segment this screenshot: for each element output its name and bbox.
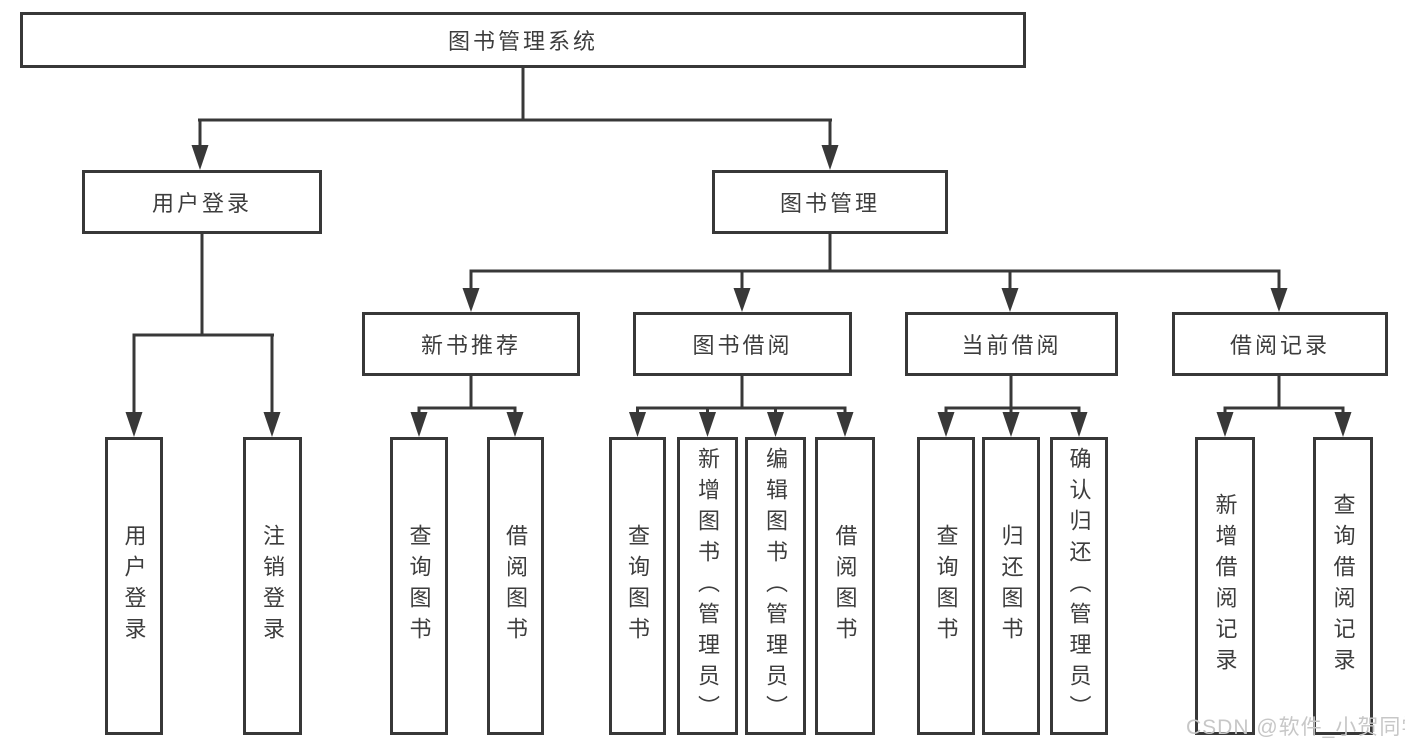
node-label: 借阅图书 [503,524,529,648]
node-label: 查询图书 [625,524,651,648]
node-new-book-recommend: 新书推荐 [362,312,580,376]
node-label: 新增借阅记录 [1212,493,1238,679]
connector-book-borrow-children [629,376,854,437]
node-label: 查询图书 [933,524,959,648]
node-label: 借阅记录 [1229,333,1330,358]
node-label: 图书借阅 [692,333,793,358]
leaf-records-add-borrow-record: 新增借阅记录 [1195,437,1255,735]
leaf-borrow-add-books-admin: 新增图书（管理员） [677,437,738,735]
leaf-newbook-borrow-books: 借阅图书 [487,437,544,735]
csdn-watermark: CSDN @软件_小贺同学 [1186,716,1405,739]
leaf-logout-login: 注销登录 [243,437,302,735]
node-label: 用户登录 [151,191,252,216]
node-borrow-records: 借阅记录 [1172,312,1388,376]
leaf-borrow-query-books: 查询图书 [609,437,666,735]
node-label: 查询图书 [406,524,432,648]
node-label: 编辑图书（管理员） [763,446,789,726]
node-label: 确认归还（管理员） [1066,446,1092,726]
node-current-borrow: 当前借阅 [905,312,1118,376]
node-user-login: 用户登录 [82,170,322,234]
node-label: 图书管理系统 [447,29,598,54]
connector-user-login-children [125,233,281,437]
node-label: 图书管理 [779,191,880,216]
node-label: 新增图书（管理员） [695,446,721,726]
connector-new-book-children [410,376,524,437]
node-label: 用户登录 [121,524,147,648]
connector-root-to-level2 [191,67,839,170]
connector-borrow-records-children [1216,376,1352,437]
node-root-system: 图书管理系统 [20,12,1026,68]
leaf-current-query-books: 查询图书 [917,437,975,735]
node-label: 归还图书 [998,524,1024,648]
leaf-current-return-books: 归还图书 [982,437,1040,735]
node-label: 注销登录 [260,524,286,648]
node-book-management: 图书管理 [712,170,948,234]
leaf-user-login: 用户登录 [105,437,163,735]
leaf-borrow-edit-books-admin: 编辑图书（管理员） [745,437,806,735]
leaf-records-query-borrow-record: 查询借阅记录 [1313,437,1373,735]
connector-book-mgmt-children [462,233,1288,312]
node-label: 查询借阅记录 [1330,493,1356,679]
leaf-borrow-borrow-books: 借阅图书 [815,437,875,735]
node-label: 当前借阅 [961,333,1062,358]
connector-current-borrow-children [937,376,1088,437]
node-label: 新书推荐 [420,333,521,358]
node-book-borrow: 图书借阅 [633,312,852,376]
node-label: 借阅图书 [832,524,858,648]
leaf-newbook-query-books: 查询图书 [390,437,448,735]
leaf-current-confirm-return-admin: 确认归还（管理员） [1050,437,1108,735]
